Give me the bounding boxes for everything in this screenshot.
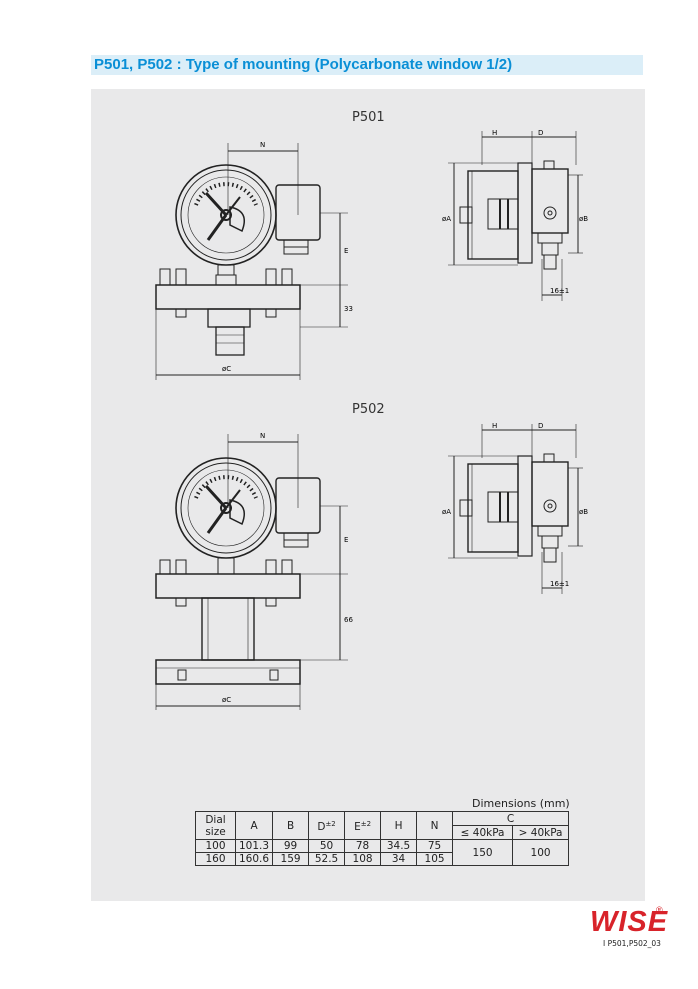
p501-label: P501 (352, 110, 385, 125)
table-row: 100 101.3 99 50 78 34.5 75 150 100 (195, 839, 570, 866)
drawing-panel (91, 89, 645, 901)
p501-dim-e: E (344, 247, 348, 255)
cell-d: 50 (308, 839, 346, 853)
cell-e: 78 (344, 839, 382, 853)
cell-d: 52.5 (308, 852, 346, 866)
p501-dim-d: D (538, 129, 543, 137)
header-d: D±2 (308, 811, 346, 840)
cell-h: 34.5 (380, 839, 418, 853)
p501-dim-n: N (260, 141, 265, 149)
cell-a: 101.3 (234, 839, 274, 853)
p501-dim-16: 16±1 (550, 287, 569, 295)
p501-dim-oa: øA (442, 215, 451, 223)
header-c-low: ≤ 40kPa (452, 825, 514, 840)
header-h: H (380, 811, 418, 840)
cell-n: 105 (416, 852, 454, 866)
p502-dim-ob: øB (579, 508, 588, 516)
cell-b: 99 (272, 839, 310, 853)
header-n: N (416, 811, 454, 840)
p502-dim-oa: øA (442, 508, 451, 516)
wise-logo: WISE (590, 906, 669, 938)
registered-mark: ® (656, 905, 663, 915)
p502-label: P502 (352, 402, 385, 417)
dimensions-table: Dial size A B D±2 E±2 H N C ≤ 40kPa > 40… (195, 811, 570, 866)
p501-dim-33: 33 (344, 305, 353, 313)
table-row: 160 160.6 159 52.5 108 34 105 (195, 852, 569, 866)
dimensions-caption: Dimensions (mm) (472, 797, 570, 810)
cell-dial: 100 (195, 839, 236, 853)
cell-h: 34 (380, 852, 418, 866)
header-c: C (452, 811, 570, 826)
p502-side-view: H D øA øB 16±1 (442, 422, 588, 594)
p502-dim-e: E (344, 536, 348, 544)
header-a: A (234, 811, 274, 840)
p502-dim-d: D (538, 422, 543, 430)
cell-a: 160.6 (234, 852, 274, 866)
p502-dim-oc: øC (222, 696, 231, 704)
cell-dial: 160 (195, 852, 236, 866)
cell-n: 75 (416, 839, 454, 853)
p502-dim-66: 66 (344, 616, 353, 624)
p501-dim-ob: øB (579, 215, 588, 223)
p501-front-view: N E 33 øC (155, 141, 353, 380)
page-title: P501, P502 : Type of mounting (Polycarbo… (91, 55, 643, 75)
p502-dim-n: N (260, 432, 265, 440)
p502-dim-h: H (492, 422, 497, 430)
p501-dim-h: H (492, 129, 497, 137)
header-c-high: > 40kPa (512, 825, 570, 840)
cell-c-low: 150 (452, 839, 514, 866)
header-dial-size: Dial size (195, 811, 236, 840)
p502-dim-16: 16±1 (550, 580, 569, 588)
cell-b: 159 (272, 852, 310, 866)
p501-dim-oc: øC (222, 365, 231, 373)
header-e: E±2 (344, 811, 382, 840)
header-b: B (272, 811, 310, 840)
p502-front-view: N E 66 øC (155, 432, 353, 710)
document-code: I P501,P502_03 (603, 939, 661, 948)
cell-e: 108 (344, 852, 382, 866)
cell-c-high: 100 (512, 839, 570, 866)
p501-side-view: H D øA øB 16±1 (442, 129, 588, 301)
